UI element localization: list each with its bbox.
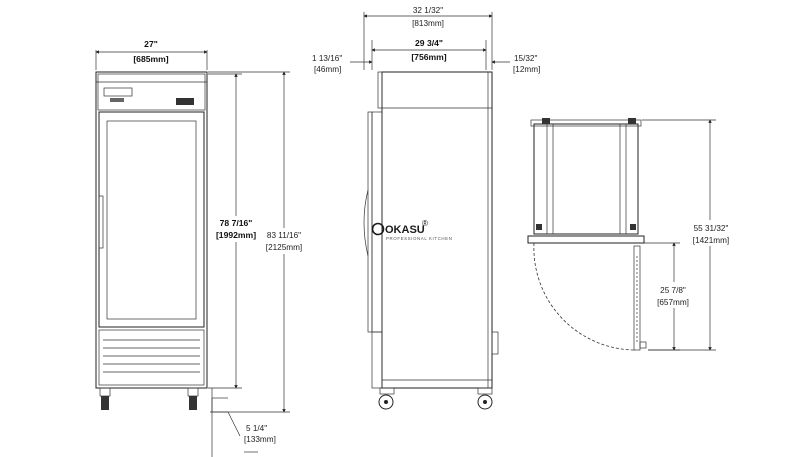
front-view: 27" [685mm] 78 7/16" [1992mm] 83 11/16" …: [95, 39, 306, 457]
top-view: 55 31/32" [1421mm] 25 7/8" [657mm]: [527, 118, 734, 351]
watermark-tagline: PROFESSIONAL KITCHEN: [386, 236, 453, 241]
open-door: [633, 245, 641, 351]
door-width-in: 25 7/8": [660, 286, 686, 295]
front-cabinet-outline: [95, 71, 208, 389]
glass-door-pane: [106, 120, 197, 320]
watermark-brand: OKASU: [385, 224, 425, 236]
side-view: 32 1/32" [813mm] 29 3/4" [756mm] 1 13/16…: [312, 6, 540, 410]
side-door-profile: [371, 111, 383, 333]
top-cabinet-outline: [533, 123, 639, 235]
door-height-in: 78 7/16": [220, 218, 253, 228]
leg-height-mm: [133mm]: [244, 435, 276, 444]
side-handle: [363, 189, 369, 257]
okasu-watermark: OKASU ® PROFESSIONAL KITCHEN: [371, 219, 453, 241]
leg-height-in: 5 1/4": [246, 424, 267, 433]
overall-depth-mm: [813mm]: [412, 19, 444, 28]
handle-depth-mm: [46mm]: [314, 65, 341, 74]
temperature-controller: [176, 98, 194, 105]
door-swing-mm: [1421mm]: [693, 236, 729, 245]
cabinet-depth-mm: [756mm]: [411, 52, 446, 62]
front-width-in: 27": [144, 39, 158, 49]
door-swing-in: 55 31/32": [694, 224, 729, 233]
glass-door-frame: [98, 111, 205, 328]
side-casters: [378, 387, 493, 410]
total-height-mm: [2125mm]: [266, 243, 302, 252]
overall-depth-in: 32 1/32": [413, 6, 443, 15]
door-swing-arc: [533, 242, 637, 351]
cabinet-depth-in: 29 3/4": [415, 38, 443, 48]
watermark-registered: ®: [422, 219, 428, 228]
total-height-in: 83 11/16": [267, 231, 301, 240]
door-handle: [98, 195, 104, 249]
control-panel: [97, 73, 206, 111]
rear-offset-mm: [12mm]: [513, 65, 540, 74]
door-width-mm: [657mm]: [657, 298, 689, 307]
bottom-grille: [98, 329, 205, 386]
top-base-bar: [527, 235, 645, 244]
handle-depth-in: 1 13/16": [312, 54, 342, 63]
front-width-mm: [685mm]: [133, 54, 168, 64]
front-casters: [99, 387, 199, 410]
control-display: [103, 87, 133, 97]
door-height-mm: [1992mm]: [216, 230, 256, 240]
rear-offset-in: 15/32": [514, 54, 537, 63]
